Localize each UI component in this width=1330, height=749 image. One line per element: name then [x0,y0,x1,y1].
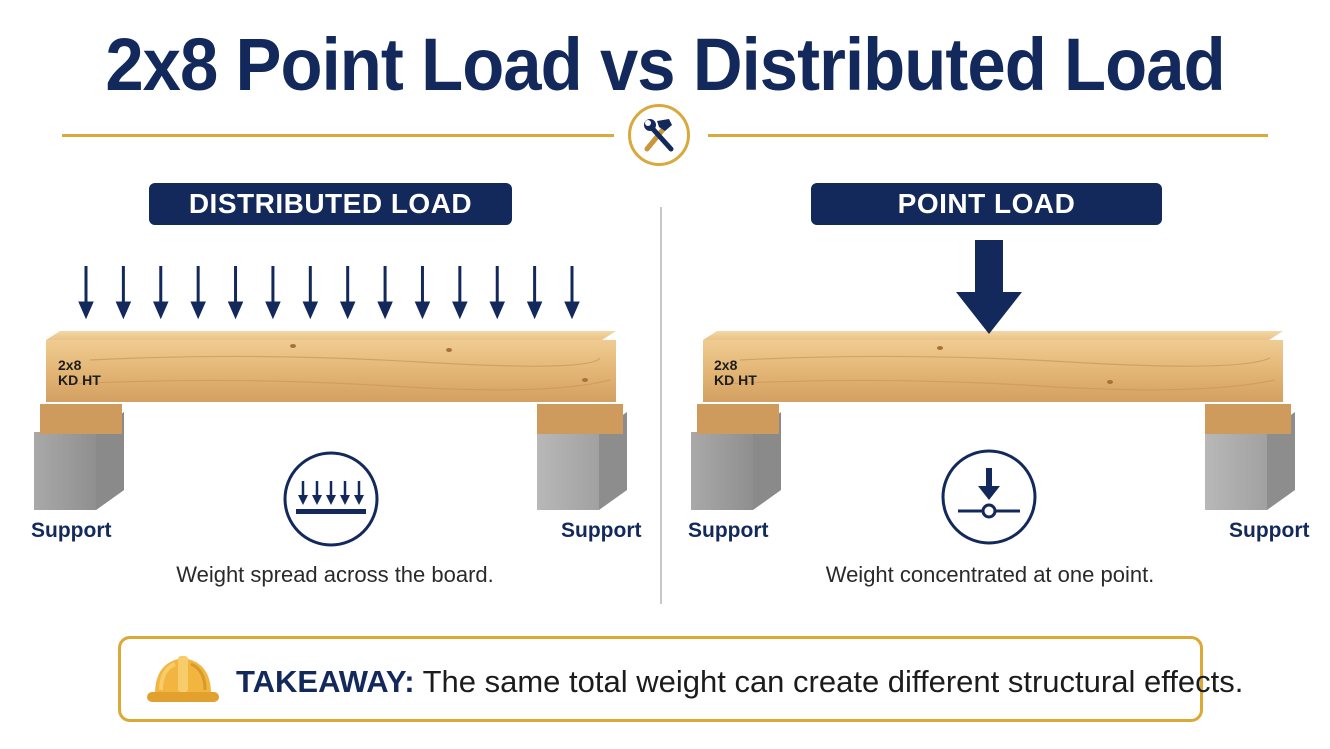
mini-arrow-head [340,495,350,505]
mini-arrow-head [354,495,364,505]
takeaway-text: TAKEAWAY:The same total weight can creat… [236,662,1243,702]
left-support-block-2 [537,412,627,510]
point-board [703,331,1283,402]
board-grade-text: KD HT [714,372,757,388]
distributed-arrows [78,266,580,320]
distributed-caption: Weight spread across the board. [176,562,494,587]
distributed-board-label: 2x8 KD HT [58,358,101,388]
hard-hat-icon [147,656,219,702]
left-support-block-1 [34,412,124,510]
down-arrow [190,266,206,320]
down-arrow [265,266,281,320]
point-load-arrow [956,240,1022,334]
down-arrow [339,266,356,320]
mini-arrow-head [326,495,336,505]
takeaway-label: TAKEAWAY: [236,664,415,699]
mini-arrow-head [298,495,308,505]
left-blocking-2 [537,404,623,434]
header-rule-left [62,134,614,137]
down-arrow [227,266,244,320]
mini-arrow-head [312,495,322,505]
point-load-heading: POINT LOAD [811,183,1162,225]
distributed-load-heading: DISTRIBUTED LOAD [149,183,512,225]
takeaway-box [118,636,1203,722]
center-divider [660,207,662,604]
down-arrow [377,266,393,320]
down-arrow [302,266,319,320]
board-size-text: 2x8 [714,357,738,373]
down-arrow [115,266,132,320]
point-board-label: 2x8 KD HT [714,358,757,388]
board-grade-text: KD HT [58,372,101,388]
header-rule-right [708,134,1268,137]
right-blocking-1 [697,404,779,434]
down-arrow [564,266,580,320]
left-blocking-1 [40,404,122,434]
distributed-load-icon [283,451,379,547]
takeaway-message: The same total weight can create differe… [422,664,1244,699]
point-support-right: Support [1229,519,1310,542]
down-arrow [526,266,543,320]
tools-badge [628,104,690,166]
hammer-wrench-icon [644,119,674,152]
down-arrow [489,266,505,320]
down-arrow [414,266,431,320]
point-load-icon [941,449,1037,545]
distributed-support-left: Support [31,519,112,542]
down-arrow [452,266,468,320]
point-caption: Weight concentrated at one point. [825,562,1155,587]
board-size-text: 2x8 [58,357,82,373]
down-arrow [78,266,94,320]
right-support-block-2 [1205,412,1295,510]
down-arrow [153,266,169,320]
distributed-board [46,331,616,402]
right-blocking-2 [1205,404,1291,434]
page-title: 2x8 Point Load vs Distributed Load [105,23,1225,106]
right-support-block-1 [691,412,781,510]
distributed-support-right: Support [561,519,642,542]
point-support-left: Support [688,519,769,542]
